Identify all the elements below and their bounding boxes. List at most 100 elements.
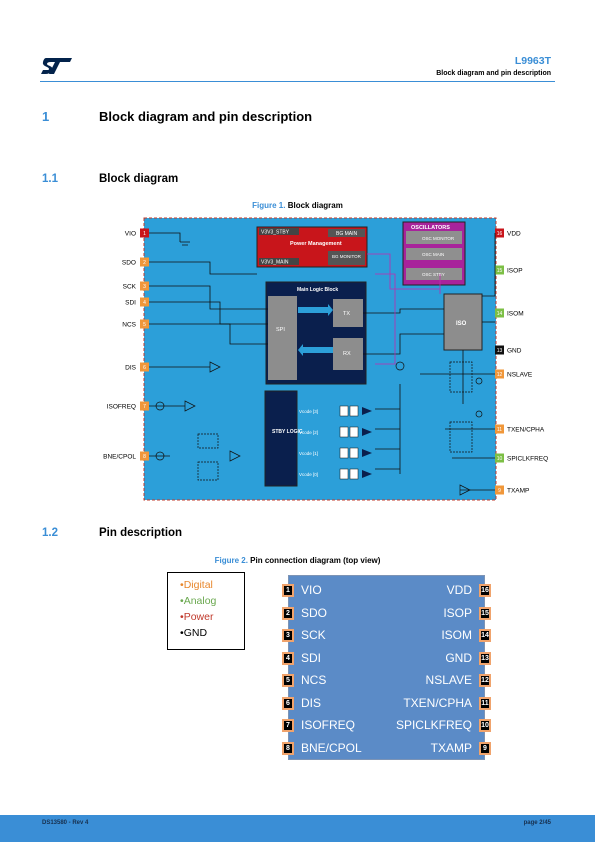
legend-gnd: GND (180, 625, 244, 641)
vcode-group: Vcode [3] Vcode [2] Vcode [1] Vcode [0] (299, 405, 372, 480)
pin-14-number: 14 (479, 629, 491, 642)
rx-box (333, 338, 363, 370)
pin-10-number: 10 (479, 719, 491, 732)
fig1-pin-11-number: 11 (497, 427, 502, 433)
vcode-switch (339, 426, 349, 438)
section-1-1-number: 1.1 (42, 173, 58, 185)
vcode-label: Vcode [3] (299, 409, 318, 414)
tx-label: TX (343, 311, 350, 317)
rx-arrow (298, 344, 333, 356)
vcode-comparator (362, 428, 372, 436)
pin-11-name: TXEN/CPHA (403, 695, 472, 710)
fig1-pin-16-name: VDD (507, 231, 521, 238)
pin-3-name: SCK (301, 628, 326, 642)
osc-monitor-box (406, 231, 462, 244)
fig1-pin-12 (495, 369, 504, 379)
v3v3-main-box (259, 258, 299, 265)
figure-2-title: Pin connection diagram (top view) (250, 556, 381, 565)
pin-4-number: 4 (282, 651, 294, 665)
bg-main-box (328, 229, 365, 237)
bg-monitor-box (328, 251, 365, 265)
fig1-pin-15 (495, 265, 504, 275)
fig1-pin-11-name: TXEN/CPHA (507, 427, 545, 434)
figure-1-label: Figure 1. (252, 201, 286, 210)
document-id: L9963T (514, 55, 551, 67)
footer-doc-rev: DS13580 - Rev 4 (42, 820, 89, 826)
main-logic-label: Main Logic Block (297, 287, 338, 293)
vcode-switch (339, 405, 349, 417)
legend-digital: Digital (180, 577, 244, 593)
osc-wiring (367, 253, 441, 365)
pin-5-name: NCS (301, 673, 327, 687)
vcode-switch (349, 447, 359, 459)
v3v3-stby-label: V3V3_STBY (261, 230, 290, 236)
fig1-pin-16 (495, 228, 504, 238)
fig1-pin-6 (140, 362, 149, 372)
footer-page: page 2/45 (523, 820, 551, 826)
v3v3-main-label: V3V3_MAIN (261, 260, 289, 266)
figure-1-title: Block diagram (287, 201, 343, 210)
power-management-label: Power Management (290, 241, 342, 247)
bg-main-label: BG MAIN (336, 231, 358, 237)
pin-4-name: SDI (301, 650, 322, 665)
pin-9-name: TXAMP (430, 740, 472, 755)
section-1-2-number: 1.2 (42, 527, 58, 539)
bg-monitor-label: BG MONITOR (332, 254, 362, 259)
fig1-pin-7 (140, 401, 149, 411)
st-logo (41, 58, 72, 74)
fig1-pin-2 (140, 257, 149, 267)
figure-1-caption: Figure 1. Block diagram (0, 201, 595, 210)
pin-8-number: 8 (282, 741, 294, 755)
fig1-pin-5 (140, 319, 149, 329)
fig1-pin-6-number: 6 (143, 365, 146, 371)
fig1-pin-5-name: NCS (122, 322, 136, 329)
legend-analog: Analog (180, 593, 244, 609)
stby-label: STBY LOGIC (272, 429, 303, 435)
vcode-comparator (362, 449, 372, 457)
vcode-switch (339, 468, 349, 480)
fig1-pin-13-name: GND (507, 348, 522, 355)
section-1-2-title: Pin description (99, 527, 183, 539)
fig1-pin-8 (140, 451, 149, 461)
fig1-pin-1-name: VIO (125, 231, 136, 238)
section-1-1-title: Block diagram (99, 173, 179, 185)
pin-3-number: 3 (282, 629, 294, 642)
pin-13-name: GND (445, 650, 472, 665)
fig1-pin-10-number: 10 (497, 456, 503, 462)
vcode-switch (349, 426, 359, 438)
pin-15-number: 15 (479, 606, 491, 620)
fig1-pin-6-name: DIS (125, 365, 137, 372)
oscillators-label: OSCILLATORS (411, 225, 450, 231)
fig1-pin-1 (140, 228, 149, 238)
fig1-pin-5-number: 5 (143, 322, 146, 328)
v3v3-stby-box (259, 228, 299, 235)
fig1-pin-3-number: 3 (143, 284, 146, 290)
fig1-pin-9 (495, 485, 504, 495)
fig1-pin-13 (495, 345, 504, 355)
vcode-label: Vcode [0] (299, 472, 318, 477)
spi-box (268, 296, 297, 380)
vcode-label: Vcode [1] (299, 451, 318, 456)
rx-label: RX (343, 351, 351, 357)
vcode-switch (339, 447, 349, 459)
pin-6-name: DIS (301, 695, 322, 710)
fig1-pin-3 (140, 281, 149, 291)
figure-2-caption: Figure 2. Pin connection diagram (top vi… (0, 556, 595, 565)
fig1-pin-7-name: ISOFREQ (107, 404, 136, 411)
osc-stby-label: OSC STBY (422, 272, 445, 277)
osc-stby-box (406, 268, 462, 280)
legend-power: Power (180, 609, 244, 625)
pin-6-number: 6 (282, 696, 294, 710)
vcode-label: Vcode [2] (299, 430, 318, 435)
tx-arrow (298, 304, 333, 316)
pin-7-number: 7 (282, 719, 294, 732)
fig1-pin-14 (495, 308, 504, 318)
fig1-pin-14-number: 14 (497, 311, 503, 317)
fig1-pin-11 (495, 424, 504, 434)
fig1-pin-8-name: BNE/CPOL (103, 454, 136, 461)
header-rule (40, 81, 555, 82)
fig1-pin-16-number: 16 (497, 231, 503, 237)
document-subtitle: Block diagram and pin description (436, 70, 551, 77)
